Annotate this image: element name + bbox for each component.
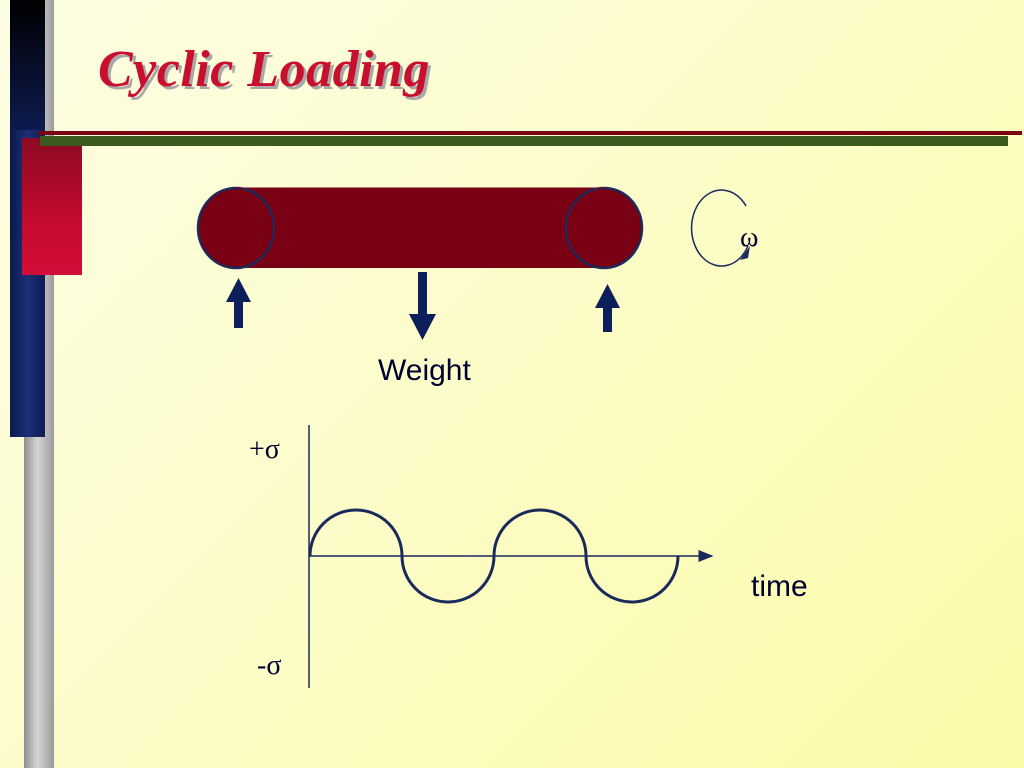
shaft-right-end [564,186,644,270]
cyclic-stress-wave [308,508,680,604]
positive-stress-label: +σ [249,434,280,465]
left-red-block [22,138,82,275]
weight-arrow [409,272,436,340]
shaft-cylinder [196,186,644,270]
shaft-left-end [196,186,276,270]
right-support-arrow [595,284,620,332]
slide-title: Cyclic Loading [98,41,430,98]
negative-stress-label: -σ [257,650,282,681]
left-support-arrow [226,278,251,328]
omega-symbol: ω [740,222,759,253]
title-rule-shadow [40,136,1008,146]
time-axis-label: time [751,570,808,603]
title-rule [38,131,1022,135]
weight-label: Weight [378,354,471,387]
shaft-body [236,188,604,268]
left-navy-bar-top [10,0,45,130]
rotation-arrow [690,189,750,267]
